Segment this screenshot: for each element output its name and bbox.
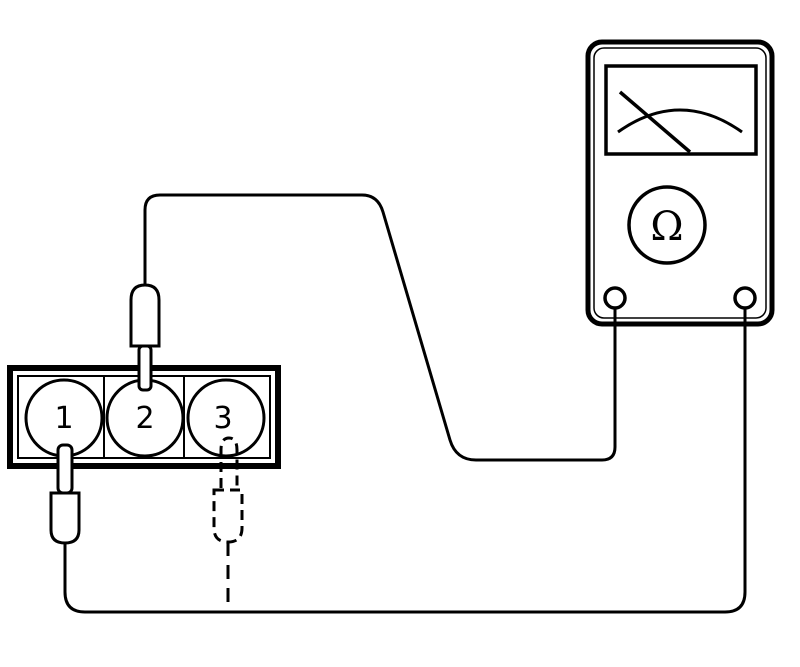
- test-lead-wire-pin1-to-meter-right: [63, 309, 747, 614]
- connector: 1 2 3: [7, 365, 281, 469]
- connector-pin-1: 1: [24, 378, 104, 458]
- probe-handle: [129, 283, 161, 348]
- connector-pin-3: 3: [186, 378, 266, 458]
- ohmmeter: Ω: [585, 39, 775, 327]
- connector-pin-2: 2: [105, 378, 185, 458]
- probe-tip: [56, 443, 74, 495]
- pin-2-label: 2: [135, 401, 154, 436]
- meter-terminal-right: [733, 286, 757, 310]
- pin-3-label: 3: [213, 401, 232, 436]
- range-selector-knob: [627, 185, 707, 265]
- meter-dial-window: [604, 64, 758, 156]
- pin-1-label: 1: [54, 401, 73, 436]
- meter-needle: [618, 90, 692, 154]
- ohm-symbol: Ω: [650, 204, 683, 250]
- probe-tip-dashed: [219, 436, 239, 488]
- alternate-test-probe-pin-3-dashed: [212, 436, 244, 544]
- probe-tip: [137, 344, 153, 392]
- probe-handle: [49, 491, 81, 545]
- meter-terminal-left: [603, 286, 627, 310]
- test-probe-pin-1: [49, 443, 81, 545]
- test-probe-pin-2: [129, 283, 161, 392]
- meter-scale-arc: [617, 108, 743, 134]
- probe-handle-dashed: [212, 488, 244, 544]
- ohmmeter-case-inner-edge: [593, 47, 767, 319]
- test-lead-wire-pin2-to-meter-left: [143, 193, 617, 462]
